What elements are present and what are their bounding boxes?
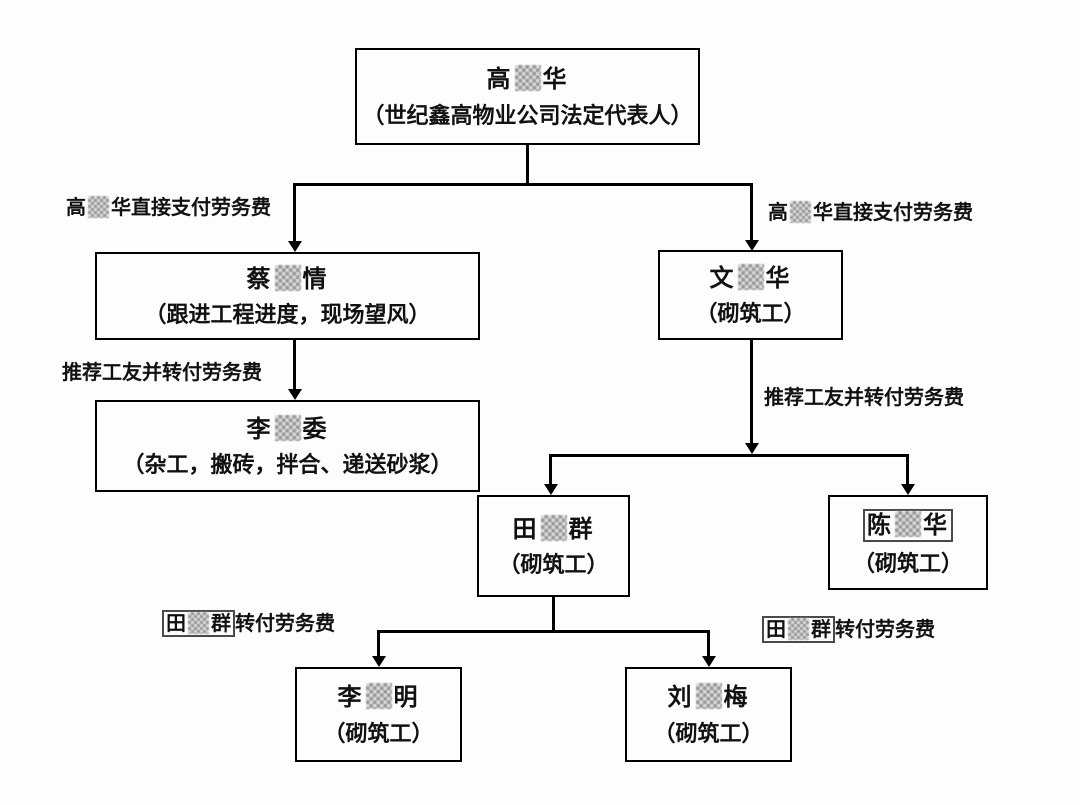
edge-label-refer-right: 推荐工友并转付劳务费 bbox=[764, 387, 964, 409]
arrowhead-down bbox=[288, 389, 302, 400]
person-role: （世纪鑫高物业公司法定代表人） bbox=[362, 102, 693, 128]
arrowhead-down bbox=[702, 656, 716, 667]
person-role: （砌筑工） bbox=[653, 720, 764, 746]
connector-line bbox=[750, 183, 753, 242]
connector-line bbox=[552, 597, 555, 632]
redaction-block bbox=[895, 511, 921, 538]
arrowhead-down bbox=[745, 240, 759, 251]
node-chen: 陈华 （砌筑工） bbox=[828, 495, 988, 590]
edge-label-tian-pay-right: 田群转付劳务费 bbox=[762, 616, 935, 643]
redaction-block bbox=[790, 201, 811, 223]
arrowhead-down bbox=[372, 656, 386, 667]
redaction-block bbox=[365, 683, 392, 710]
redaction-block bbox=[737, 263, 764, 290]
connector-line bbox=[707, 630, 710, 657]
redaction-block bbox=[274, 414, 301, 441]
connector-line bbox=[293, 183, 296, 242]
connector-line bbox=[526, 145, 529, 185]
node-tian: 田群 （砌筑工） bbox=[477, 495, 630, 597]
person-name: 刘梅 bbox=[667, 683, 750, 712]
connector-line bbox=[906, 454, 909, 485]
connector-line bbox=[293, 183, 753, 186]
connector-line bbox=[549, 454, 552, 485]
redaction-block bbox=[695, 683, 722, 710]
person-role: （砌筑工） bbox=[498, 552, 609, 578]
connector-line bbox=[750, 340, 753, 444]
person-role: （杂工，搬砖，拌合、递送砂浆） bbox=[122, 452, 453, 478]
edge-label-pay-left: 高华直接支付劳务费 bbox=[66, 196, 271, 219]
connector-line bbox=[549, 454, 909, 457]
redaction-block bbox=[514, 65, 541, 92]
boxed-name: 田群 bbox=[162, 610, 235, 637]
connector-line bbox=[377, 630, 380, 657]
person-role: （砌筑工） bbox=[323, 720, 434, 746]
connector-line bbox=[377, 630, 710, 633]
arrowhead-down bbox=[745, 443, 759, 454]
arrowhead-down bbox=[901, 484, 915, 495]
person-name: 李委 bbox=[246, 414, 329, 443]
person-role: （砌筑工） bbox=[695, 301, 806, 327]
boxed-name: 田群 bbox=[762, 616, 835, 643]
person-name: 田群 bbox=[512, 514, 595, 543]
person-name: 高华 bbox=[486, 65, 569, 94]
edge-label-pay-right: 高华直接支付劳务费 bbox=[768, 201, 973, 224]
node-cai: 蔡情 （跟进工程进度，现场望风） bbox=[95, 252, 480, 340]
redaction-block bbox=[540, 514, 567, 541]
node-liu: 刘梅 （砌筑工） bbox=[625, 667, 792, 762]
person-name: 蔡情 bbox=[246, 264, 329, 293]
node-wen: 文华 （砌筑工） bbox=[658, 250, 843, 340]
person-name: 陈华 bbox=[863, 509, 953, 542]
boxed-name: 陈华 bbox=[863, 509, 953, 542]
person-name: 文华 bbox=[709, 263, 792, 292]
arrowhead-down bbox=[288, 241, 302, 252]
node-gao: 高华 （世纪鑫高物业公司法定代表人） bbox=[355, 48, 700, 145]
redaction-block bbox=[88, 196, 109, 218]
redaction-block bbox=[188, 612, 209, 634]
redaction-block bbox=[274, 264, 301, 291]
arrowhead-down bbox=[544, 484, 558, 495]
edge-label-refer-left: 推荐工友并转付劳务费 bbox=[62, 362, 262, 384]
connector-line bbox=[293, 340, 296, 390]
person-name: 李明 bbox=[337, 683, 420, 712]
node-liming: 李明 （砌筑工） bbox=[295, 667, 462, 762]
person-role: （砌筑工） bbox=[852, 550, 963, 576]
person-role: （跟进工程进度，现场望风） bbox=[144, 302, 431, 328]
redaction-block bbox=[788, 618, 809, 640]
node-liwei: 李委 （杂工，搬砖，拌合、递送砂浆） bbox=[95, 400, 480, 492]
edge-label-tian-pay-left: 田群转付劳务费 bbox=[162, 610, 335, 637]
